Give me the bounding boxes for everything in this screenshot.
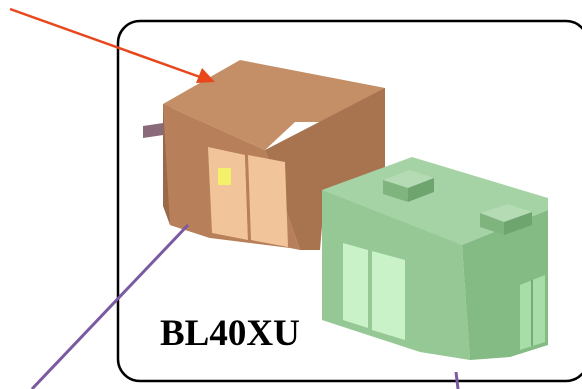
roof-box-2-top — [480, 204, 532, 222]
brown-hutch-end — [265, 88, 385, 250]
roof-box-1-front — [383, 180, 408, 202]
roof-box-2-front — [480, 213, 504, 235]
brown-hutch-top — [163, 60, 385, 150]
arrow-icon — [9, 7, 215, 83]
green-door-right — [372, 251, 405, 340]
brown-door-seam — [245, 154, 250, 241]
brown-door-right — [248, 155, 288, 247]
beamline-label: BL40XU — [160, 313, 300, 354]
brown-hutch — [163, 60, 385, 250]
diagram-frame — [116, 19, 582, 383]
pointer-arrow-head — [196, 68, 215, 83]
roof-box-2-side — [504, 212, 532, 235]
roof-box-1-top — [383, 170, 434, 188]
door-indicator — [218, 168, 231, 185]
green-hutch — [322, 157, 548, 360]
brown-door-left — [208, 147, 248, 240]
leader-line-left — [30, 223, 190, 389]
pointer-arrow-shaft — [9, 7, 201, 79]
leader-line-right — [454, 371, 460, 389]
green-door-left — [343, 243, 368, 328]
roof-box-1-side — [408, 178, 434, 202]
